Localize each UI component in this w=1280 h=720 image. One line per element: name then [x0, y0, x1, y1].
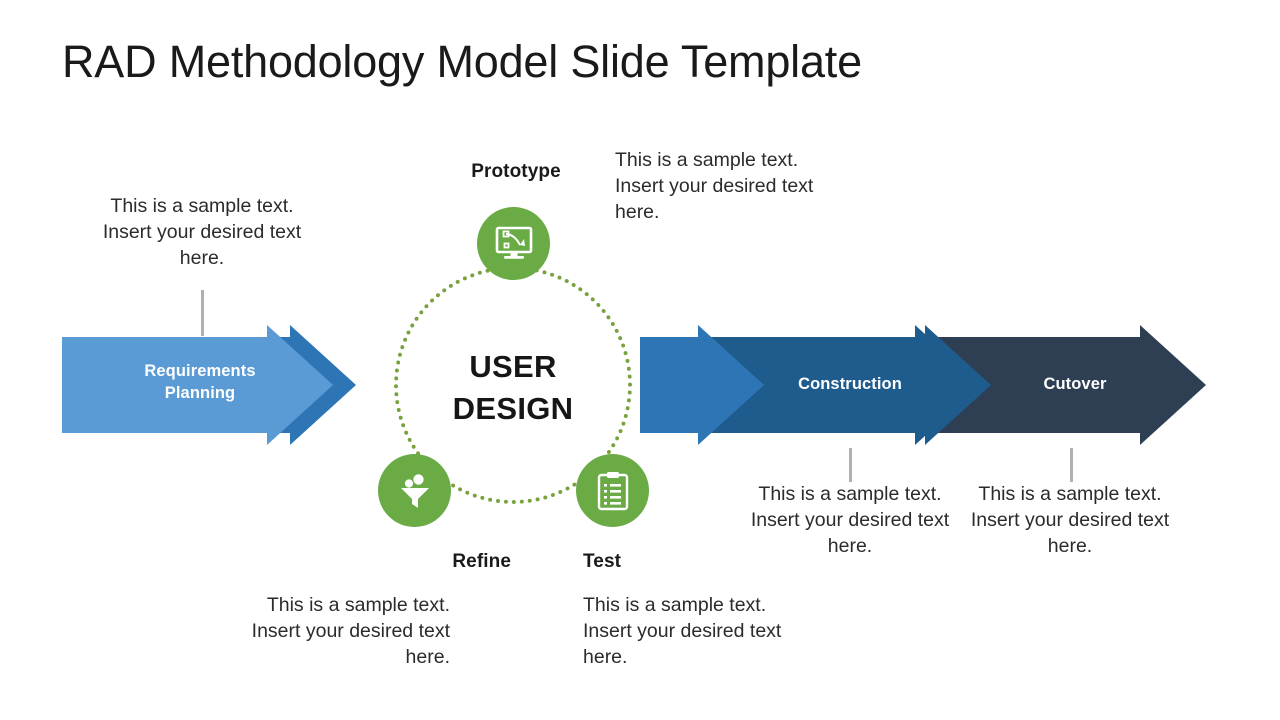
node-label-test: Test [583, 551, 622, 572]
monitor-design-icon[interactable] [477, 207, 550, 280]
clipboard-checklist-icon[interactable] [576, 454, 649, 527]
node-label-refine: Refine [452, 551, 511, 572]
description-prototype[interactable]: This is a sample text. Insert your desir… [615, 149, 814, 223]
description-requirements-planning[interactable]: This is a sample text. Insert your desir… [102, 195, 302, 269]
description-refine[interactable]: This is a sample text. Insert your desir… [251, 594, 450, 668]
description-construction[interactable]: This is a sample text. Insert your desir… [750, 483, 950, 557]
node-label-prototype: Prototype [471, 161, 561, 182]
stage-label-requirements-planning: Requirements Planning [144, 362, 256, 402]
user-design-label: USER DESIGN [452, 349, 574, 426]
description-cutover[interactable]: This is a sample text. Insert your desir… [970, 483, 1170, 557]
connector-line-requirements [201, 290, 204, 336]
arrow-head-construction [640, 325, 764, 445]
stage-label-cutover: Cutover [1043, 375, 1107, 393]
description-test[interactable]: This is a sample text. Insert your desir… [583, 594, 782, 668]
page-title: RAD Methodology Model Slide Template [62, 36, 862, 87]
connector-line-construction [849, 448, 852, 482]
funnel-people-icon[interactable] [378, 454, 451, 527]
connector-line-cutover [1070, 448, 1073, 482]
stage-label-construction: Construction [798, 375, 902, 393]
